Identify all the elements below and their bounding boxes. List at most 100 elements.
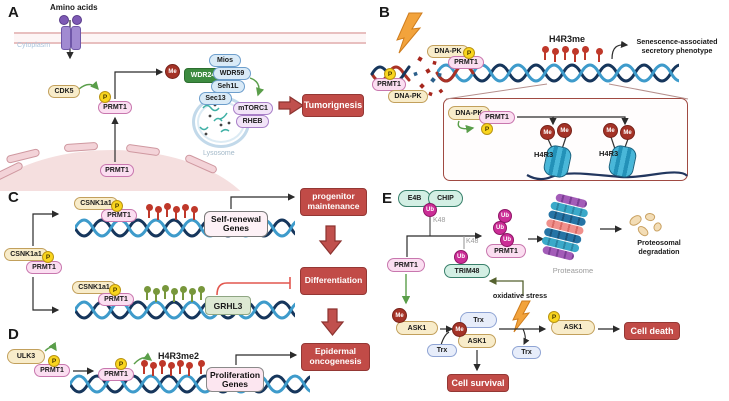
dnapk-phosphorylation-arrow [457,120,475,134]
methyl-pin [542,46,549,60]
wdr59-molecule: WDR59 [213,67,251,80]
ask1-molecule: ASK1 [458,334,496,348]
phospho-badge: P [99,91,111,103]
h4r3-label: H4R3 [534,150,554,159]
proliferation-genes-box: Proliferation Genes [206,367,264,392]
methyl-pin-green [171,288,178,302]
mtorc1-molecule: mTORC1 [233,102,273,115]
cell-death-box: Cell death [624,322,680,340]
amino-acids-label: Amino acids [50,3,98,12]
stress-trim48-arrow [488,277,524,296]
inset-arrow [553,116,629,126]
methyl-badge: Me [557,123,572,138]
cdk5-phosphorylation-arrow [78,80,99,91]
oncogenesis-arrow [235,351,298,365]
phospho-badge: P [463,47,475,59]
methyl-pin [582,46,589,60]
methyl-pin-green [180,286,187,300]
dna-debris [413,71,442,83]
methyl-pin [198,360,205,374]
proteosomal-degradation-label: Proteosomal degradation [637,238,681,256]
prmt1-molecule: PRMT1 [100,164,134,177]
proteasome-label: Proteasome [552,266,594,275]
trx-molecule: Trx [460,312,497,328]
methyl-pin [155,206,162,220]
progenitor-arrow [230,193,296,209]
methyl-badge: Me [540,125,555,140]
csnk1a1-molecule: CSNK1a1 [74,197,118,210]
panel-a-label: A [8,4,19,21]
nucleosome-dna-line [526,171,688,181]
sec13-molecule: Sec13 [199,92,232,105]
oxidative-stress-label: oxidative stress [492,291,548,300]
tumorigenesis-box: Tumorignesis [302,94,364,117]
sasp-arrow [611,40,629,60]
methyl-pin [552,48,559,62]
trx-molecule: Trx [427,344,457,357]
h4r3-label: H4R3 [599,149,619,158]
mios-molecule: Mios [209,54,241,67]
block-arrow-right [278,95,305,116]
methyl-pin [177,360,184,374]
inset-arrow [517,116,557,126]
inhibition-line [216,282,290,296]
progenitor-maintenance-box: progenitor maintenance [300,188,367,216]
methyl-pin [146,204,153,218]
sasp-label: Senescence-associated secretory phenotyp… [636,37,718,55]
cell-survival-box: Cell survival [447,374,509,392]
methyl-badge: Me [165,64,180,79]
grhl3-box: GRHL3 [205,296,251,315]
inset-connector [608,83,689,100]
self-renewal-genes-box: Self-renewal Genes [204,211,268,237]
methyl-pin [173,206,180,220]
inset-connector [445,83,548,100]
h4r3me2-label: H4R3me2 [158,351,200,361]
lysosome-cargo [204,103,231,136]
lightning-icon [396,12,423,54]
e4b-molecule: E4B [398,190,431,207]
trim48-molecule: TRIM48 [444,264,490,278]
prmt1-molecule: PRMT1 [479,111,515,124]
phospho-badge: P [109,284,121,296]
ask1-molecule: ASK1 [396,321,438,335]
lysosome-enzymes [199,104,230,133]
cdk5-molecule: CDK5 [48,85,80,98]
phospho-badge: P [111,200,123,212]
phospho-badge: P [42,251,54,263]
methylation-arrow [133,352,153,365]
phospho-badge: P [481,123,493,135]
transporter-icon [71,26,81,50]
ubiquitination-arrow [406,232,483,257]
methyl-pin [150,362,157,376]
lightning-icon [512,300,531,333]
ulk3-phosphorylation-arrow [44,341,57,352]
block-arrow-down [320,308,345,336]
block-arrow-down [318,225,343,255]
methyl-pin [191,206,198,220]
prmt1-molecule: PRMT1 [387,258,425,272]
methyl-pin [596,48,603,62]
ubiquitin-badge: Ub [423,203,437,217]
methyl-pin-green [153,288,160,302]
trx-join-line [440,331,450,346]
methyl-pin [182,204,189,218]
ulk3-molecule: ULK3 [7,349,45,364]
prmt1-molecule: PRMT1 [98,101,132,114]
k48-label: K48 [466,238,479,245]
methyl-badge: Me [620,125,635,140]
methyl-badge: Me [452,322,467,337]
gator-mtorc1-arrow [249,77,265,97]
phospho-badge: P [48,355,60,367]
ubiquitin-badge: Ub [493,221,507,235]
cytoplasm-label: Cytoplasm [17,42,51,49]
prmt1-methylation-arrow [114,68,164,99]
prmt1-molecule: PRMT1 [26,261,62,274]
panel-e-label: E [382,190,393,207]
methyl-badge: Me [392,308,407,323]
methyl-pin [141,360,148,374]
branch-arrow-top [32,210,60,246]
methyl-pin-green [198,286,205,300]
methyl-pin-green [189,288,196,302]
